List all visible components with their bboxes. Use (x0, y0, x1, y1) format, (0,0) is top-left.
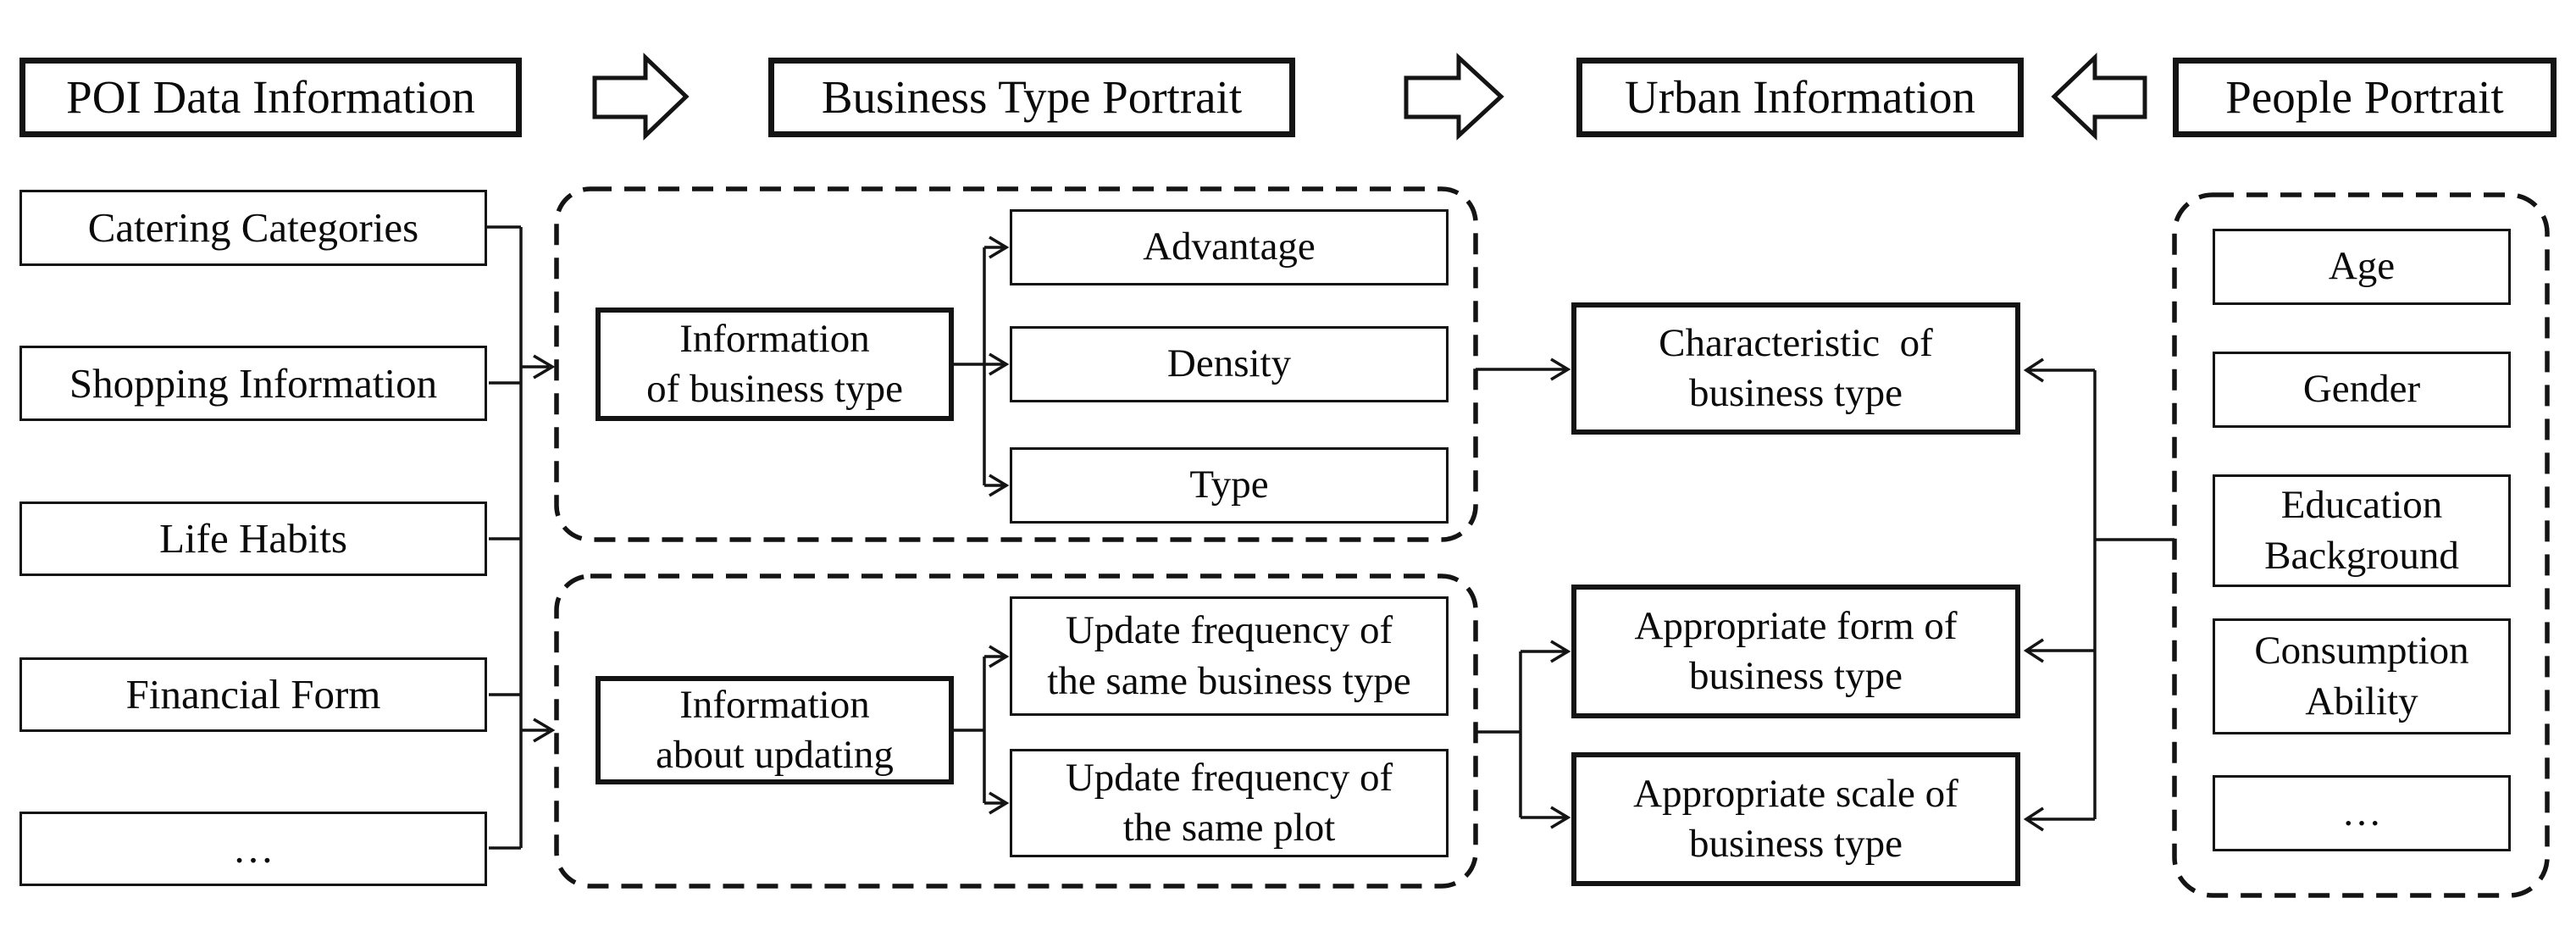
header-people-portrait: People Portrait (2173, 58, 2557, 137)
people-item-education-background: Education Background (2213, 474, 2511, 587)
business-type-group-container (554, 186, 1478, 542)
people-bus-lines (2023, 357, 2174, 832)
info-about-updating-box: Information about updating (596, 676, 954, 784)
header-urban-information: Urban Information (1576, 58, 2024, 137)
header-poi-data-information: POI Data Information (19, 58, 522, 137)
characteristic-of-business-type-box: Characteristic of business type (1571, 302, 2020, 435)
advantage-box: Advantage (1010, 209, 1449, 285)
people-item-consumption-ability: Consumption Ability (2213, 618, 2511, 734)
people-item-age: Age (2213, 229, 2511, 305)
poi-item-financial-form: Financial Form (19, 657, 487, 732)
flow-arrow-people-to-urban-icon (2051, 53, 2147, 141)
appropriate-scale-of-business-type-box: Appropriate scale of business type (1571, 752, 2020, 886)
poi-item-shopping-information: Shopping Information (19, 346, 487, 421)
info-of-business-type-box: Information of business type (596, 308, 954, 421)
business-type-branch-lines (954, 236, 1010, 497)
header-business-type-portrait: Business Type Portrait (768, 58, 1295, 137)
poi-item-ellipsis: … (19, 812, 487, 886)
people-item-gender: Gender (2213, 352, 2511, 428)
business-type-to-characteristic-line (1476, 357, 1571, 381)
poi-item-life-habits: Life Habits (19, 502, 487, 576)
poi-item-catering-categories: Catering Categories (19, 190, 487, 266)
people-group-container (2172, 192, 2550, 898)
flow-arrow-business-to-urban-icon (1404, 53, 1504, 141)
updating-branch-lines (954, 645, 1010, 815)
updating-to-appropriate-lines (1476, 640, 1571, 829)
people-item-ellipsis: … (2213, 775, 2511, 851)
update-frequency-same-business-type-box: Update frequency of the same business ty… (1010, 596, 1449, 716)
poi-bus-lines (487, 225, 556, 850)
density-box: Density (1010, 326, 1449, 402)
flow-arrow-poi-to-business-icon (592, 53, 690, 141)
appropriate-form-of-business-type-box: Appropriate form of business type (1571, 585, 2020, 718)
update-frequency-same-plot-box: Update frequency of the same plot (1010, 749, 1449, 857)
type-box: Type (1010, 447, 1449, 524)
